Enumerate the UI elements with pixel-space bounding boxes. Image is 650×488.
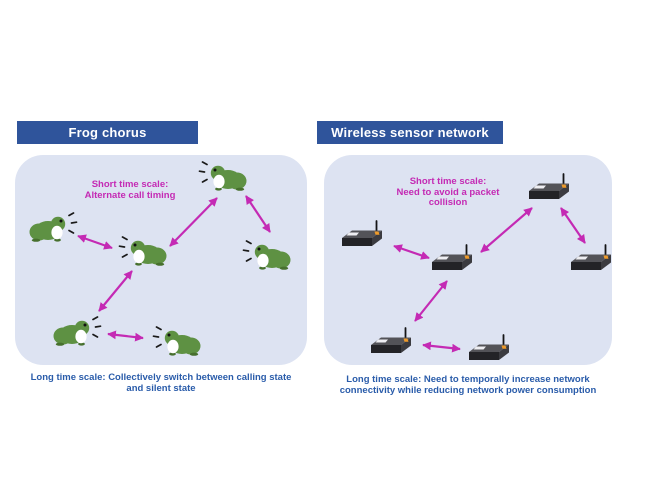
frog-short-line-1: Short time scale: [91, 179, 169, 190]
wsn-short-line-2: Need to avoid a packet [396, 186, 500, 198]
wsn-short-line-3: collision [428, 197, 468, 209]
frog-long-time-scale-caption: Long time scale: Collectively switch bet… [15, 372, 307, 395]
frog-icon-bottom-left [50, 316, 102, 347]
frog-icon-center [118, 236, 170, 267]
frog-chorus-header: Frog chorus [17, 121, 198, 144]
sensor-node-icon-bottom-right [465, 333, 513, 367]
frog-caption-line-1: Long time scale: Collectively switch bet… [30, 372, 292, 383]
sensor-node-icon-bottom-left [367, 326, 415, 360]
frog-icon-right [242, 240, 294, 271]
sensor-node-icon-top-right [525, 172, 573, 206]
wsn-caption-line-1: Long time scale: Need to temporally incr… [346, 374, 590, 385]
frog-icon-left [26, 212, 78, 243]
frog-short-time-scale-label: Short time scale: Alternate call timing [40, 179, 220, 201]
wsn-caption-line-2: connectivity while reducing network powe… [339, 384, 597, 396]
frog-icon-bottom-right [152, 326, 204, 357]
sensor-node-icon-left [338, 219, 386, 253]
sensor-node-icon-center [428, 243, 476, 277]
frog-caption-line-2: and silent state [126, 382, 196, 394]
wsn-short-line-1: Short time scale: [409, 176, 487, 187]
wireless-sensor-network-header: Wireless sensor network [317, 121, 503, 144]
frog-short-line-2: Alternate call timing [84, 189, 176, 201]
wsn-long-time-scale-caption: Long time scale: Need to temporally incr… [324, 374, 612, 397]
frog-icon-top [198, 161, 250, 192]
wsn-short-time-scale-label: Short time scale: Need to avoid a packet… [358, 176, 538, 209]
sensor-node-icon-right [567, 243, 615, 277]
